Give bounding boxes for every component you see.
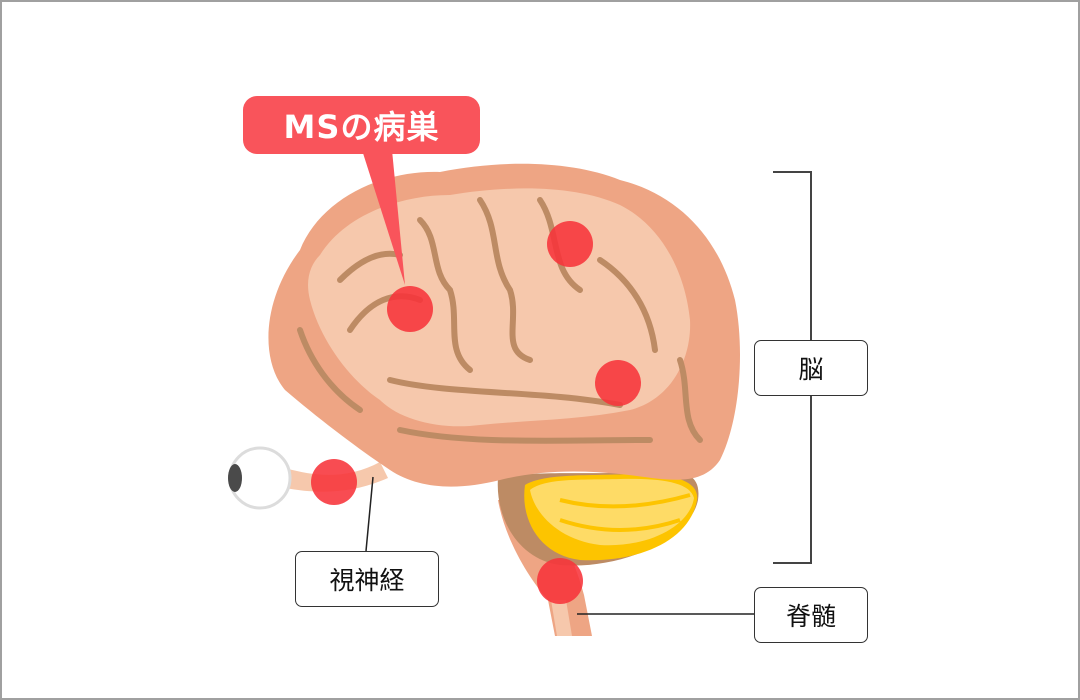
- lesion-markers: [311, 221, 641, 604]
- pupil-icon: [228, 464, 242, 492]
- ms-lesion-callout: MSの病巣: [243, 96, 480, 154]
- lesion-dot: [387, 286, 433, 332]
- cerebellum-icon: [497, 471, 699, 566]
- spinal-cord-label: 脊髄: [754, 587, 868, 643]
- brain-label: 脳: [754, 340, 868, 396]
- lesion-dot: [595, 360, 641, 406]
- lesion-dot: [537, 558, 583, 604]
- leader-lines: [365, 476, 754, 615]
- optic-nerve-label: 視神経: [295, 551, 439, 607]
- lesion-dot: [547, 221, 593, 267]
- cerebrum-shape: [268, 163, 740, 487]
- optic-nerve-shape: [228, 446, 388, 510]
- lesion-dot: [311, 459, 357, 505]
- callout-pointer: [362, 150, 405, 285]
